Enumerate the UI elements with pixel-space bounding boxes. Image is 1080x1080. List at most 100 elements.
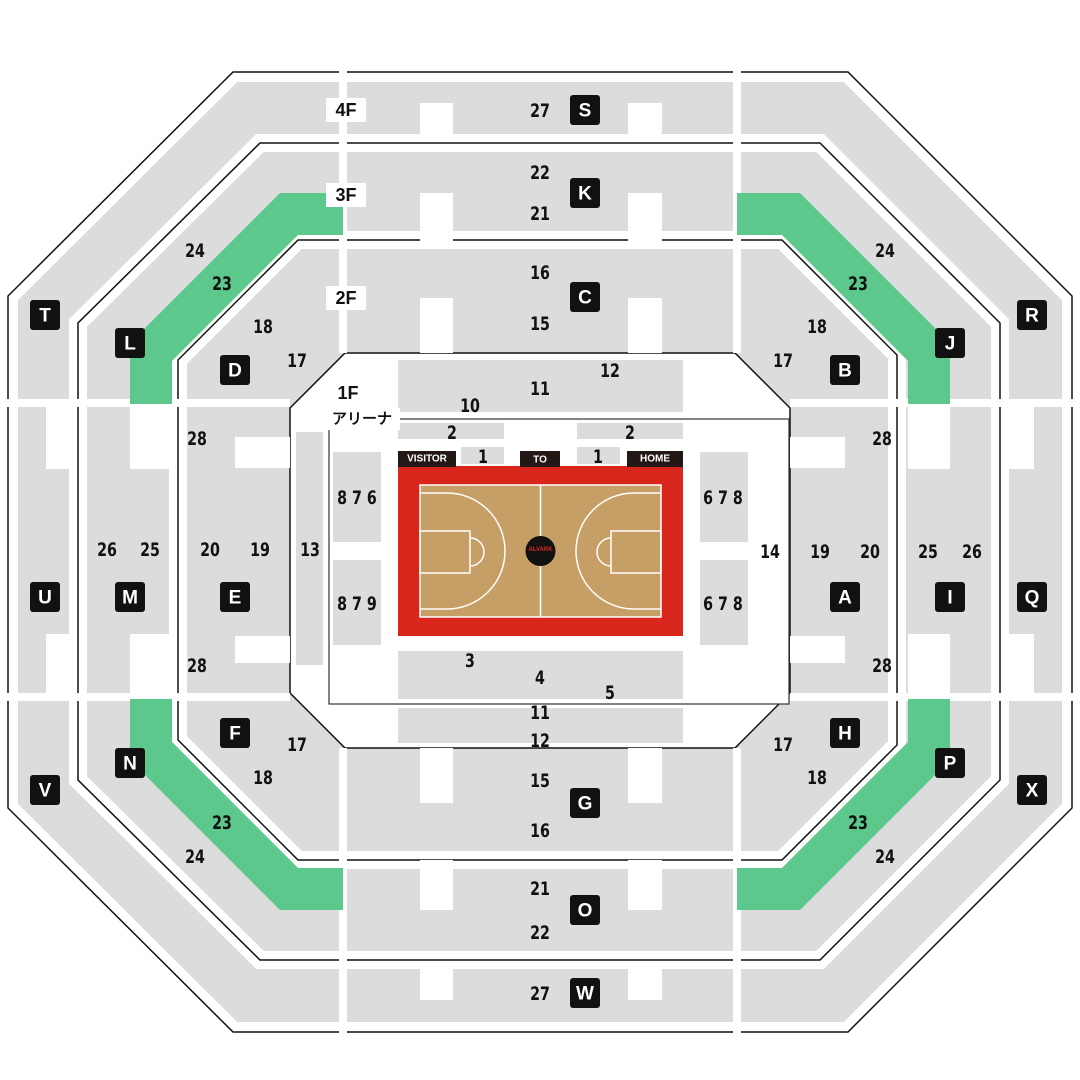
green-section-se[interactable]	[737, 699, 950, 910]
section-Q-badge[interactable]: Q	[1017, 582, 1047, 612]
row-number-17: 17	[773, 733, 793, 756]
section-N-badge[interactable]: N	[115, 748, 145, 778]
section-P-label: P	[944, 754, 957, 775]
row-number-11: 11	[530, 701, 550, 724]
home-bench-sign: HOME	[627, 451, 683, 467]
row-number-21: 21	[530, 202, 550, 225]
row-number-19: 19	[810, 540, 830, 563]
green-section-ne[interactable]	[737, 193, 950, 404]
floor-label-1f: 1F	[337, 383, 358, 403]
section-L-badge[interactable]: L	[115, 328, 145, 358]
row-number-5: 5	[605, 681, 615, 704]
row-number-26: 26	[97, 538, 117, 561]
section-M-badge[interactable]: M	[115, 582, 145, 612]
table-officials-sign: TO	[520, 451, 560, 467]
row-number-24: 24	[185, 845, 205, 868]
row-number-18: 18	[253, 315, 273, 338]
row-number-23: 23	[212, 272, 232, 295]
section-J-badge[interactable]: J	[935, 328, 965, 358]
row-number-24: 24	[185, 239, 205, 262]
section-I-badge[interactable]: I	[935, 582, 965, 612]
section-D-label: D	[228, 361, 242, 382]
section-G-badge[interactable]: G	[570, 788, 600, 818]
row-number-23: 23	[848, 811, 868, 834]
section-Q-label: Q	[1025, 588, 1040, 609]
section-V-badge[interactable]: V	[30, 775, 60, 805]
section-F-label: F	[229, 724, 241, 745]
row-number-15: 15	[530, 769, 550, 792]
row-number-15: 15	[530, 312, 550, 335]
floor-2f-outline	[177, 239, 898, 861]
section-K-label: K	[578, 184, 592, 205]
row-number-678: 6 7 8	[703, 592, 743, 615]
section-K-badge[interactable]: K	[570, 178, 600, 208]
section-B-badge[interactable]: B	[830, 355, 860, 385]
svg-text:HOME: HOME	[640, 454, 670, 465]
row-number-24: 24	[875, 845, 895, 868]
row-number-16: 16	[530, 261, 550, 284]
row-number-25: 25	[918, 540, 938, 563]
floor-label-arena: アリーナ	[332, 411, 392, 428]
section-W-label: W	[576, 984, 594, 1005]
section-B-label: B	[838, 361, 852, 382]
floor-label-4f: 4F	[335, 100, 356, 120]
section-J-label: J	[945, 334, 956, 355]
section-F-badge[interactable]: F	[220, 718, 250, 748]
row-number-2: 2	[625, 421, 635, 444]
row-number-20: 20	[860, 540, 880, 563]
center-logo	[525, 536, 556, 566]
row-number-22: 22	[530, 161, 550, 184]
row-number-28: 28	[187, 654, 207, 677]
row-number-18: 18	[807, 766, 827, 789]
green-section-nw[interactable]	[130, 193, 343, 404]
svg-text:TO: TO	[533, 455, 547, 466]
section-T-badge[interactable]: T	[30, 300, 60, 330]
team-logo-text: ALVARK	[528, 547, 553, 553]
section-X-badge[interactable]: X	[1017, 775, 1047, 805]
section-C-badge[interactable]: C	[570, 282, 600, 312]
basketball-court	[398, 466, 683, 636]
floor-label-2f: 2F	[335, 288, 356, 308]
section-U-label: U	[38, 588, 52, 609]
row-number-1: 1	[593, 445, 603, 468]
arena-label-bg	[322, 408, 400, 430]
section-H-badge[interactable]: H	[830, 718, 860, 748]
three-point-arc-left	[420, 492, 506, 610]
section-A-badge[interactable]: A	[830, 582, 860, 612]
row-number-2: 2	[447, 421, 457, 444]
row-number-17: 17	[287, 349, 307, 372]
row-number-23: 23	[212, 811, 232, 834]
section-D-badge[interactable]: D	[220, 355, 250, 385]
section-R-badge[interactable]: R	[1017, 300, 1047, 330]
row-number-879: 8 7 9	[337, 592, 377, 615]
section-H-label: H	[838, 724, 852, 745]
section-O-badge[interactable]: O	[570, 895, 600, 925]
section-I-label: I	[947, 588, 952, 609]
row-number-20: 20	[200, 538, 220, 561]
section-P-badge[interactable]: P	[935, 748, 965, 778]
visitor-bench-sign: VISITOR	[398, 451, 456, 467]
row-number-27: 27	[530, 982, 550, 1005]
svg-text:VISITOR: VISITOR	[407, 454, 448, 465]
section-R-label: R	[1025, 306, 1039, 327]
key-right	[610, 530, 662, 574]
row-number-12: 12	[530, 729, 550, 752]
section-W-badge[interactable]: W	[570, 978, 600, 1008]
section-S-label: S	[579, 101, 592, 122]
section-C-label: C	[578, 288, 592, 309]
row-number-876: 8 7 6	[337, 486, 377, 509]
row-number-19: 19	[250, 538, 270, 561]
section-E-badge[interactable]: E	[220, 582, 250, 612]
section-S-badge[interactable]: S	[570, 95, 600, 125]
section-X-label: X	[1026, 781, 1039, 802]
section-U-badge[interactable]: U	[30, 582, 60, 612]
row-number-14: 14	[760, 540, 780, 563]
row-number-4: 4	[535, 666, 545, 689]
row-number-11: 11	[530, 377, 550, 400]
row-number-17: 17	[773, 349, 793, 372]
section-T-label: T	[39, 306, 51, 327]
row-number-1: 1	[478, 445, 488, 468]
green-section-sw[interactable]	[130, 699, 343, 910]
key-left	[419, 530, 471, 574]
row-number-27: 27	[530, 99, 550, 122]
